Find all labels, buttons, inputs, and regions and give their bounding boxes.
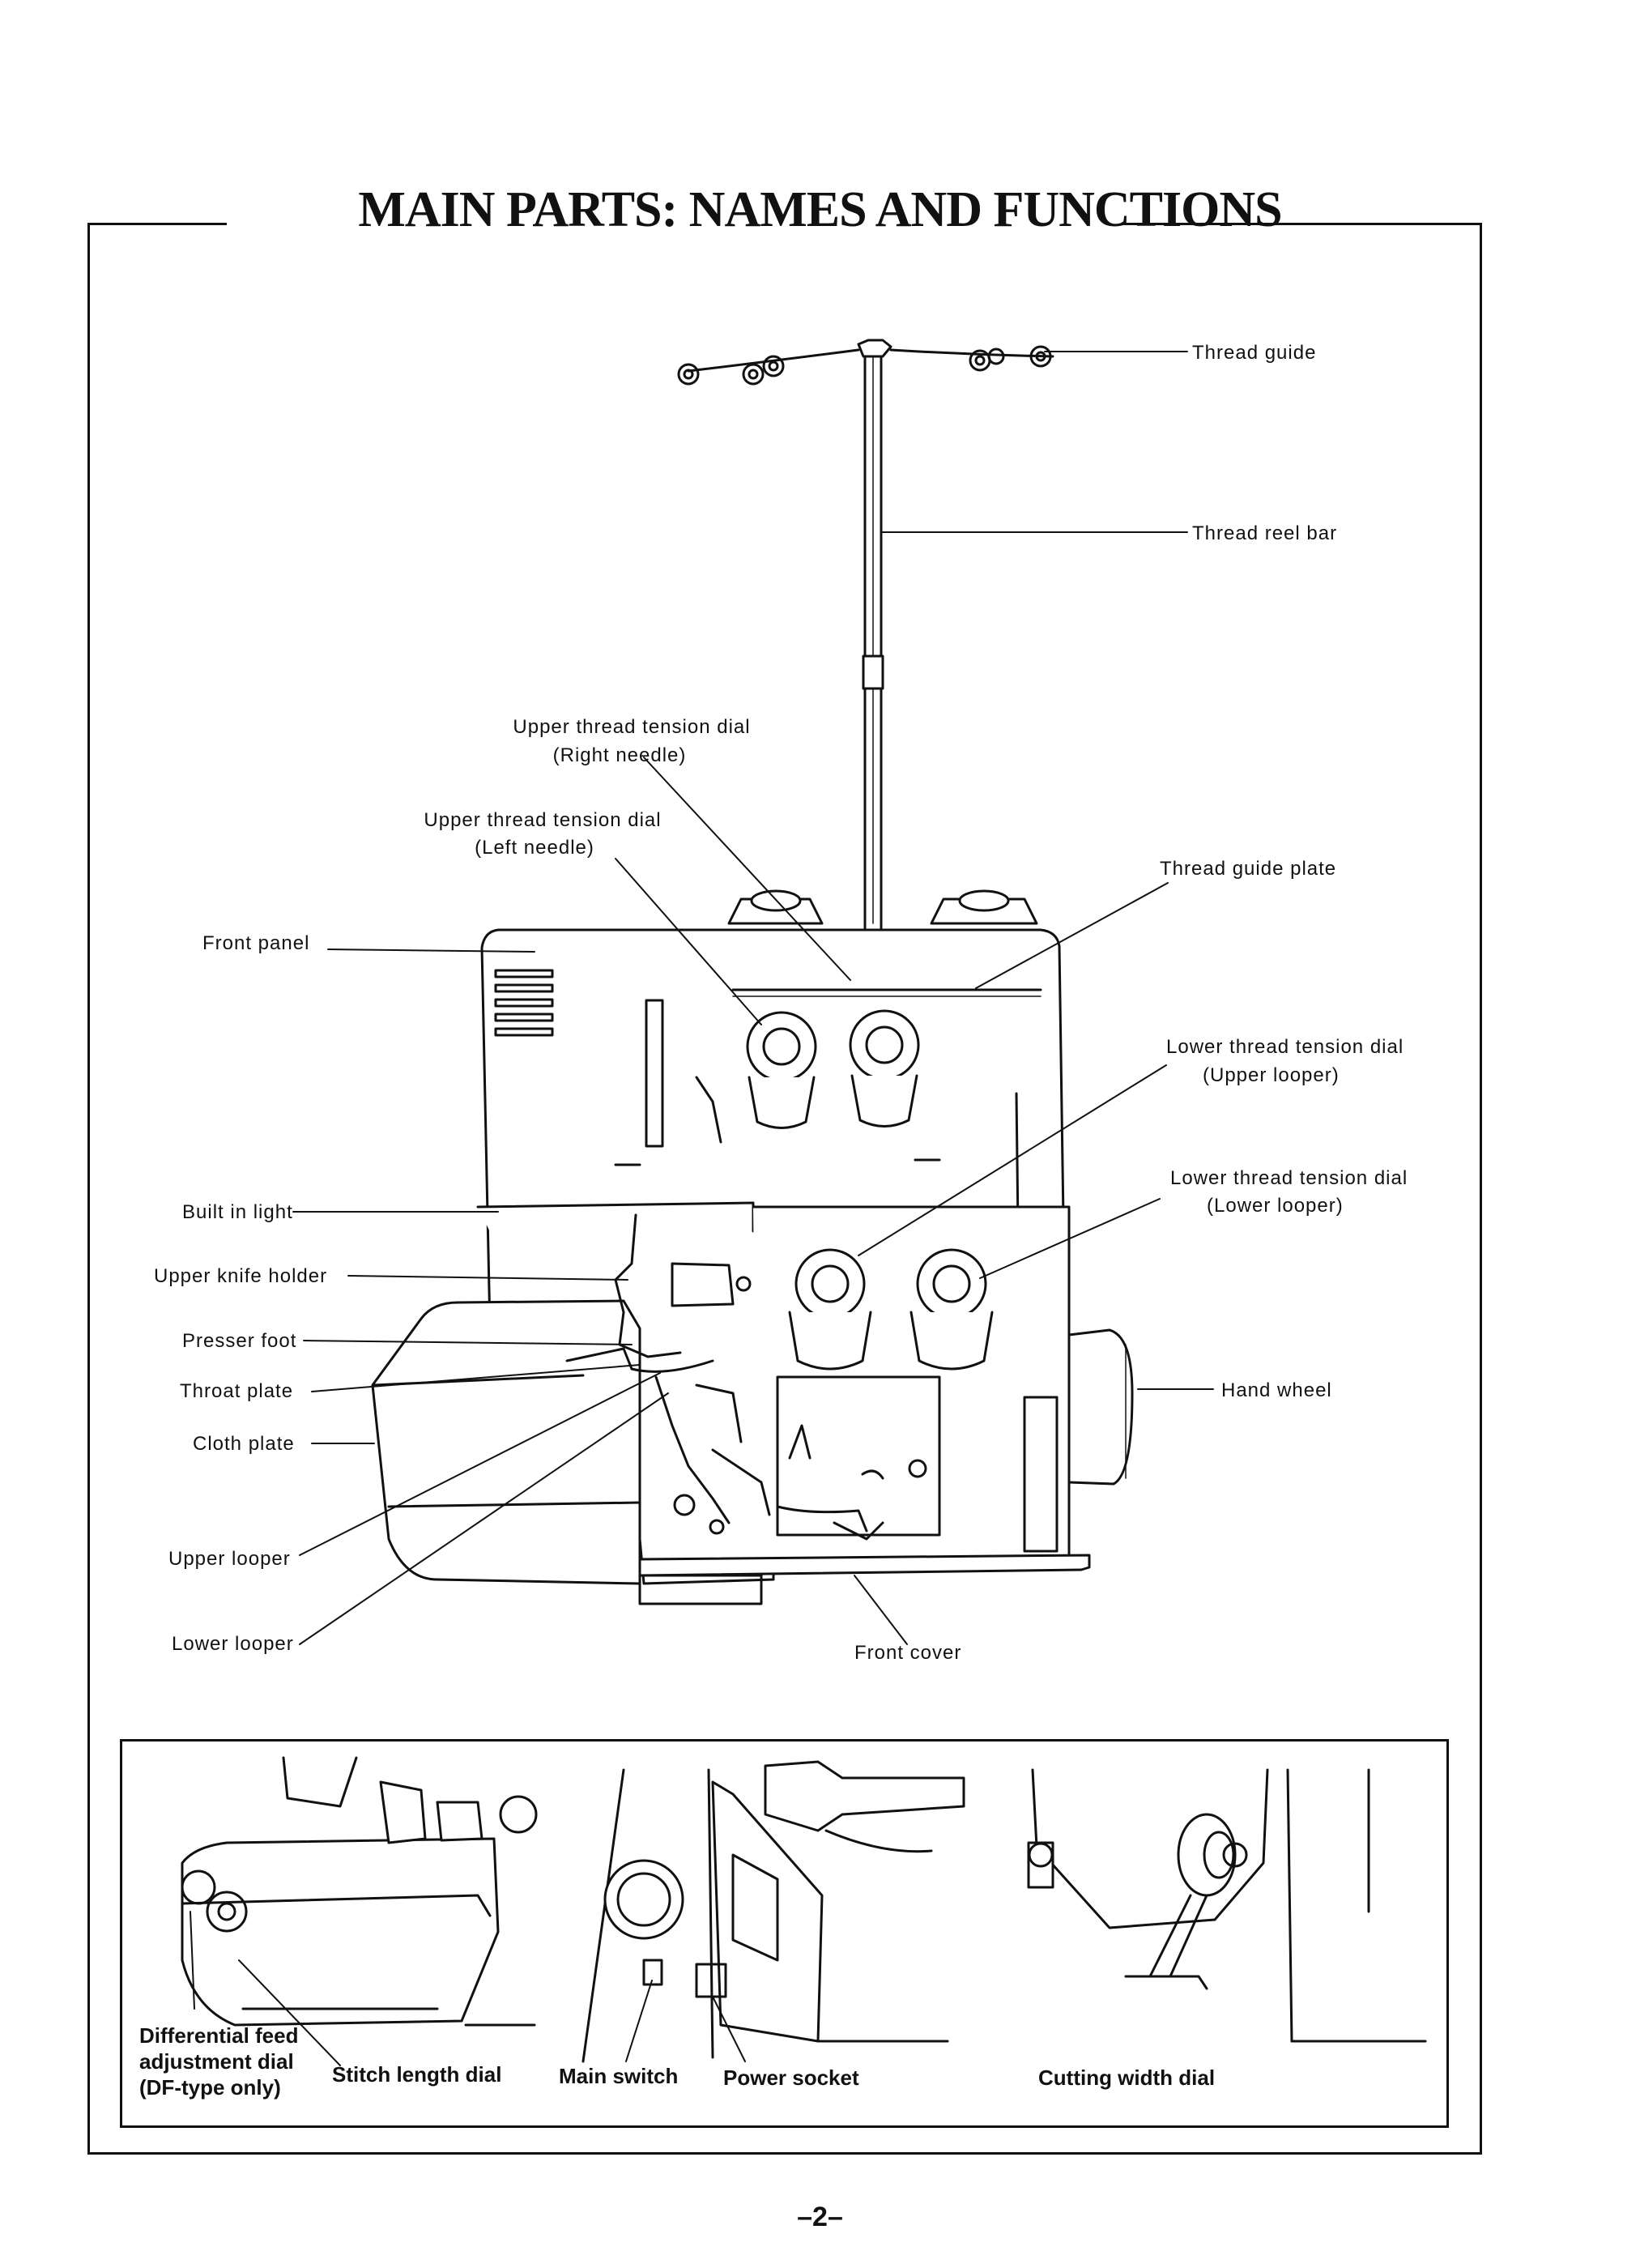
part-labels: Thread guide Thread reel bar Upper threa… — [154, 342, 1408, 1664]
inset-sketch-left — [181, 1756, 538, 2027]
inset-label-stitch-length: Stitch length dial — [332, 2062, 501, 2087]
label-built-in-light: Built in light — [182, 1201, 293, 1223]
label-upper-tension-left: Upper thread tension dial — [424, 809, 661, 831]
label-lower-tension-upper-sub: (Upper looper) — [1203, 1064, 1340, 1086]
label-lower-looper: Lower looper — [172, 1633, 294, 1655]
label-thread-reel-bar: Thread reel bar — [1192, 522, 1337, 544]
inset-label-cutting-width: Cutting width dial — [1038, 2066, 1215, 2090]
label-lower-tension-lower: Lower thread tension dial — [1170, 1167, 1408, 1189]
page-number: –2– — [797, 2202, 843, 2232]
thread-stand-illustration — [677, 339, 1054, 932]
label-throat-plate: Throat plate — [180, 1380, 293, 1402]
label-upper-knife-holder: Upper knife holder — [154, 1265, 327, 1287]
inset-labels: Differential feed adjustment dial (DF-ty… — [139, 2023, 1215, 2100]
serger-body-illustration — [371, 889, 1134, 1605]
label-hand-wheel: Hand wheel — [1221, 1379, 1332, 1401]
inset-leader-lines — [190, 1911, 746, 2066]
label-cloth-plate: Cloth plate — [193, 1433, 295, 1455]
inset-label-diff-feed-2: adjustment dial — [139, 2049, 294, 2074]
page-frame — [87, 223, 1482, 2155]
label-upper-tension-right-sub: (Right needle) — [553, 744, 687, 766]
inset-label-power-socket: Power socket — [723, 2066, 859, 2090]
page-title: MAIN PARTS: NAMES AND FUNCTIONS — [358, 182, 1282, 237]
inset-label-diff-feed: Differential feed — [139, 2023, 299, 2048]
title-rule-right — [1124, 223, 1482, 225]
leader-lines — [292, 351, 1214, 1645]
label-thread-guide: Thread guide — [1192, 342, 1316, 364]
inset-sketch-middle — [581, 1760, 965, 2063]
detail-inset-panel — [120, 1739, 1449, 2128]
label-lower-tension-upper: Lower thread tension dial — [1166, 1036, 1404, 1058]
label-front-panel: Front panel — [202, 932, 309, 954]
inset-label-diff-feed-3: (DF-type only) — [139, 2075, 281, 2100]
label-lower-tension-lower-sub: (Lower looper) — [1207, 1195, 1344, 1217]
label-upper-tension-right: Upper thread tension dial — [513, 716, 750, 738]
label-thread-guide-plate: Thread guide plate — [1160, 858, 1336, 880]
label-presser-foot: Presser foot — [182, 1330, 296, 1352]
label-front-cover: Front cover — [854, 1642, 961, 1664]
label-upper-looper: Upper looper — [168, 1548, 291, 1570]
inset-label-main-switch: Main switch — [559, 2064, 678, 2088]
title-rule-left — [87, 223, 227, 225]
inset-sketch-right — [1027, 1768, 1427, 2043]
label-upper-tension-left-sub: (Left needle) — [475, 837, 594, 859]
